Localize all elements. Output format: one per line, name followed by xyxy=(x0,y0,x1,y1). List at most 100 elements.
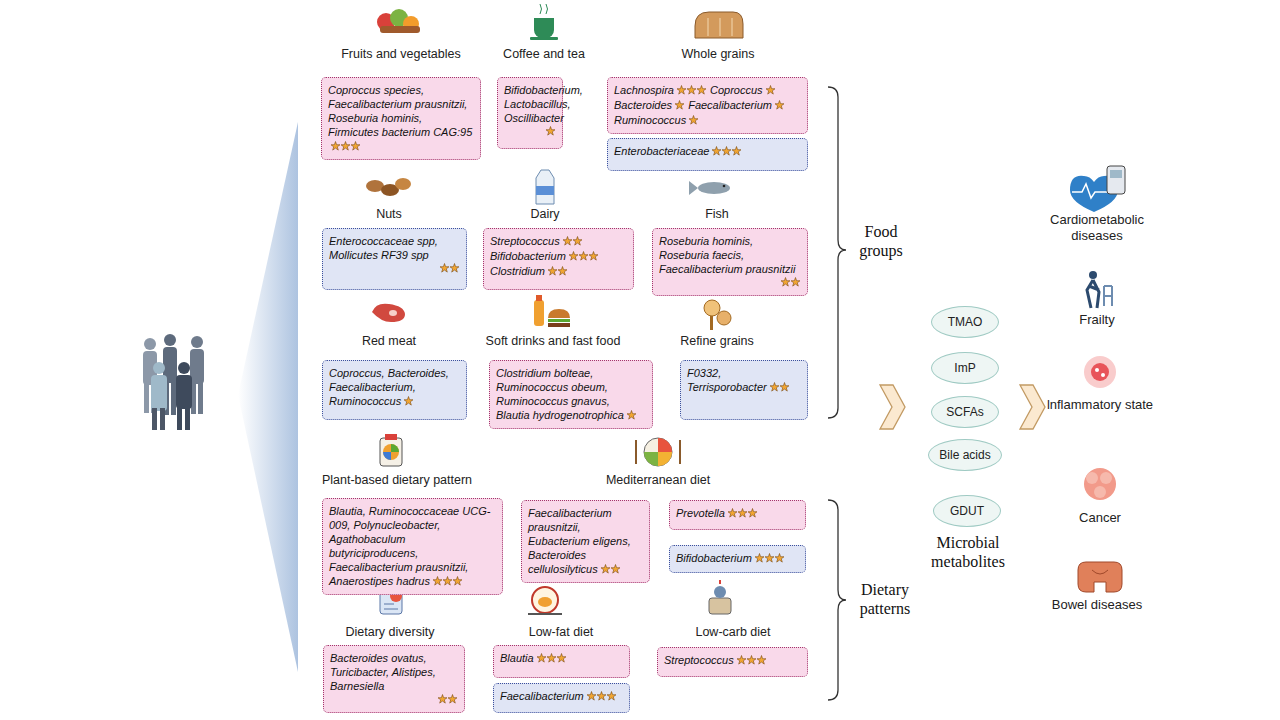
taxa-box: F0332, Terrisporobacter xyxy=(680,360,808,420)
taxa-text: Faecalibacterium xyxy=(688,99,772,111)
evidence-stars xyxy=(689,114,699,128)
evidence-stars xyxy=(331,140,361,154)
taxa-row: Clostridium xyxy=(490,264,627,279)
evidence-stars xyxy=(766,84,776,98)
star-icons xyxy=(677,85,707,95)
metabolite-ellipse: ImP xyxy=(931,352,999,384)
taxa-text: Coproccus, Bacteroides, Faecalibacterium… xyxy=(329,367,449,407)
bracket xyxy=(828,87,846,700)
taxa-text: Blautia xyxy=(500,652,534,664)
metabolite-ellipse: GDUT xyxy=(933,495,1001,527)
food-heading: Dairy xyxy=(505,207,585,222)
star-icons xyxy=(404,396,414,406)
taxa-text: Lachnospira xyxy=(614,84,674,96)
evidence-stars xyxy=(601,563,621,577)
metabolite-ellipse: SCFAs xyxy=(931,396,999,428)
evidence-stars xyxy=(677,84,707,98)
star-icons xyxy=(766,85,776,95)
star-icons xyxy=(627,410,637,420)
star-icons xyxy=(537,653,567,663)
evidence-stars xyxy=(569,250,599,264)
evidence-stars xyxy=(329,262,460,276)
star-icons xyxy=(755,553,785,563)
group-label: Microbial metabolites xyxy=(908,533,1028,571)
star-icons xyxy=(569,251,599,261)
metabolite-name: ImP xyxy=(954,361,975,375)
star-icons xyxy=(675,100,685,110)
food-heading: Nuts xyxy=(349,207,429,222)
taxa-box: Roseburia hominis, Roseburia faecis, Fae… xyxy=(652,228,808,296)
star-icons xyxy=(781,277,801,287)
taxa-text: Blautia, Ruminococcaceae UCG-009, Polynu… xyxy=(329,505,490,587)
evidence-stars xyxy=(675,99,685,113)
evidence-stars xyxy=(504,125,556,139)
outcome-label: lnflammatory state xyxy=(1040,397,1160,413)
taxa-box: Bifidobacterium xyxy=(669,545,806,573)
star-icons xyxy=(728,508,758,518)
food-heading: Coffee and tea xyxy=(484,47,604,62)
star-icons xyxy=(770,382,790,392)
evidence-stars xyxy=(712,145,742,159)
food-heading: Fish xyxy=(677,207,757,222)
taxa-row: Bifidobacterium xyxy=(490,249,627,264)
star-icons xyxy=(712,146,742,156)
taxa-text: Clostridium bolteae, Ruminococcus obeum,… xyxy=(496,367,624,421)
star-icons xyxy=(440,263,460,273)
taxa-text: Clostridium xyxy=(490,265,545,277)
taxa-text: Enterococcaceae spp, Mollicutes RF39 spp xyxy=(329,235,438,261)
taxa-row: Streptococcus xyxy=(490,234,627,249)
food-heading: Dietary diversity xyxy=(320,625,460,640)
taxa-text: Faecalibacterium xyxy=(500,690,584,702)
taxa-text: Roseburia hominis, Roseburia faecis, Fae… xyxy=(659,235,795,275)
taxa-box: Faecalibacterium prausnitzii, Eubacteriu… xyxy=(521,500,650,583)
taxa-text: Enterobacteriaceae xyxy=(614,145,709,157)
taxa-box: Enterobacteriaceae xyxy=(607,138,808,171)
star-icons xyxy=(546,126,556,136)
star-icons xyxy=(548,266,568,276)
taxa-box: Coproccus species, Faecalibacterium prau… xyxy=(321,77,481,160)
evidence-stars xyxy=(728,507,758,521)
star-icons xyxy=(587,691,617,701)
taxa-box: Enterococcaceae spp, Mollicutes RF39 spp xyxy=(322,228,467,290)
taxa-text: Prevotella xyxy=(676,507,725,519)
evidence-stars xyxy=(330,693,458,707)
food-heading: Refine grains xyxy=(657,334,777,349)
taxa-text: Bifidobacterium xyxy=(490,250,566,262)
food-heading: Whole grains xyxy=(658,47,778,62)
evidence-stars xyxy=(737,654,767,668)
evidence-stars xyxy=(563,235,583,249)
taxa-box: Faecalibacterium xyxy=(493,683,630,713)
taxa-text: Bacteroides ovatus, Turicibacter, Alisti… xyxy=(330,652,436,692)
taxa-text: Streptococcus xyxy=(664,654,734,666)
taxa-box: StreptococcusBifidobacteriumClostridium xyxy=(483,228,634,290)
evidence-stars xyxy=(548,265,568,279)
metabolite-ellipse: TMAO xyxy=(931,306,999,338)
evidence-stars xyxy=(755,552,785,566)
taxa-box: Blautia xyxy=(493,645,630,678)
group-label: Food groups xyxy=(846,222,916,260)
food-heading: Plant-based dietary pattern xyxy=(297,473,497,488)
star-icons xyxy=(737,655,767,665)
evidence-stars xyxy=(627,409,637,423)
evidence-stars xyxy=(587,690,617,704)
metabolite-ellipse: Bile acids xyxy=(928,439,1002,471)
star-icons xyxy=(601,564,621,574)
metabolite-name: SCFAs xyxy=(946,405,983,419)
taxa-text: Bacteroides xyxy=(614,99,672,111)
evidence-stars xyxy=(537,652,567,666)
food-heading: Low-carb diet xyxy=(678,625,788,640)
outcome-label: Cardiometabolic diseases xyxy=(1032,212,1162,244)
metabolite-name: Bile acids xyxy=(939,448,990,462)
taxa-box: Bacteroides ovatus, Turicibacter, Alisti… xyxy=(323,645,465,713)
taxa-box: Clostridium bolteae, Ruminococcus obeum,… xyxy=(489,360,653,429)
metabolite-name: TMAO xyxy=(948,315,983,329)
evidence-stars xyxy=(770,381,790,395)
evidence-stars xyxy=(775,99,785,113)
evidence-stars xyxy=(659,276,801,290)
star-icons xyxy=(563,236,583,246)
spread-triangle xyxy=(238,122,298,672)
taxa-box: Coproccus, Bacteroides, Faecalibacterium… xyxy=(322,360,467,420)
star-icons xyxy=(433,576,463,586)
taxa-text: F0332, Terrisporobacter xyxy=(687,367,767,393)
